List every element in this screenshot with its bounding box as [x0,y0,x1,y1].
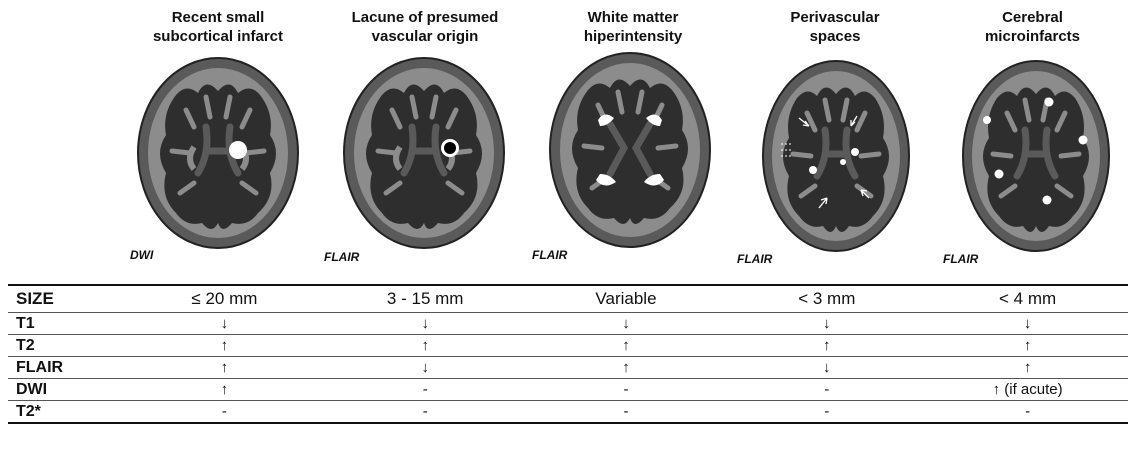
panel-title: White matter hiperintensity [528,8,738,46]
table-cell: - [124,401,325,424]
table-row: T2*----- [8,401,1128,424]
table-cell: < 3 mm [726,285,927,313]
lesion-dot [840,159,846,165]
panel-cerebral-microinfarcts: Cerebral microinfarcts FLAIR [935,0,1130,275]
lesion-cavity [444,142,456,154]
table-cell: - [325,379,526,401]
table-cell: - [526,379,727,401]
table-cell: ↑ [526,335,727,357]
row-label: T1 [8,313,124,335]
lesion-dot [809,166,817,174]
panel-title-line: spaces [735,27,935,46]
panel-lacune-vascular-origin: Lacune of presumed vascular origin FLAIR [320,0,530,275]
table-row: T2↑↑↑↑↑ [8,335,1128,357]
table-cell: ↑ [726,335,927,357]
table-row: T1↓↓↓↓↓ [8,313,1128,335]
table-cell: ↓ [726,313,927,335]
panel-white-matter-hyperintensity: White matter hiperintensity FLAIR [528,0,738,275]
table-cell: ↓ [325,357,526,379]
table-cell: ↓ [927,313,1128,335]
white-matter [160,84,276,229]
table-cell: - [726,401,927,424]
panel-title-line: subcortical infarct [118,27,318,46]
lesion-dot [1045,98,1054,107]
panel-title: Lacune of presumed vascular origin [320,8,530,46]
table-cell: - [325,401,526,424]
white-matter [783,87,889,232]
row-label: DWI [8,379,124,401]
panel-title-line: microinfarcts [935,27,1130,46]
lesion-dot [1043,196,1052,205]
table-cell: ↑ [325,335,526,357]
panel-perivascular-spaces: Perivascular spaces FLAIR [735,0,935,275]
row-label: T2* [8,401,124,424]
table-cell: 3 - 15 mm [325,285,526,313]
lesion-dot [1079,136,1088,145]
panel-title: Perivascular spaces [735,8,935,46]
table-cell: ↑ [927,335,1128,357]
table-cell: - [526,401,727,424]
brain-illustration [548,50,712,250]
panel-title: Cerebral microinfarcts [935,8,1130,46]
table-cell: ↓ [325,313,526,335]
row-label: FLAIR [8,357,124,379]
sequence-label: FLAIR [737,252,772,266]
table-cell: ↑ [124,357,325,379]
sequence-label: FLAIR [943,252,978,266]
panel-title: Recent small subcortical infarct [118,8,318,46]
table-row: FLAIR↑↓↑↓↑ [8,357,1128,379]
table-cell: ↑ (if acute) [927,379,1128,401]
white-matter [366,84,482,229]
table-cell: ↑ [124,335,325,357]
table-cell: - [927,401,1128,424]
sequence-label: FLAIR [324,250,359,264]
brain-illustration [342,55,506,251]
sequence-label: DWI [130,248,153,262]
row-label: SIZE [8,285,124,313]
white-matter [572,79,688,224]
panel-recent-small-subcortical-infarct: Recent small subcortical infarct DWI [118,0,318,275]
table-cell: ↓ [726,357,927,379]
table-cell: ↑ [526,357,727,379]
lesion-dot [851,148,859,156]
table-cell: ↓ [526,313,727,335]
lesion-dot [995,170,1004,179]
table-cell: Variable [526,285,727,313]
panel-title-line: hiperintensity [528,27,738,46]
row-label: T2 [8,335,124,357]
table-cell: < 4 mm [927,285,1128,313]
panel-title-line: Perivascular [735,8,935,27]
panel-title-line: Cerebral [935,8,1130,27]
table-row: DWI↑---↑ (if acute) [8,379,1128,401]
table-cell: ↑ [124,379,325,401]
table-cell: - [726,379,927,401]
panel-title-line: White matter [528,8,738,27]
sequence-label: FLAIR [532,248,567,262]
table-cell: ↓ [124,313,325,335]
table-cell: ↑ [927,357,1128,379]
table-cell: ≤ 20 mm [124,285,325,313]
brain-illustration [761,58,911,254]
panel-title-line: Recent small [118,8,318,27]
white-matter [983,87,1089,232]
brain-illustration [136,55,300,251]
panel-title-line: Lacune of presumed [320,8,530,27]
panel-title-line: vascular origin [320,27,530,46]
lesion-dot [983,116,991,124]
lesion [229,141,247,159]
brain-illustration [961,58,1111,254]
